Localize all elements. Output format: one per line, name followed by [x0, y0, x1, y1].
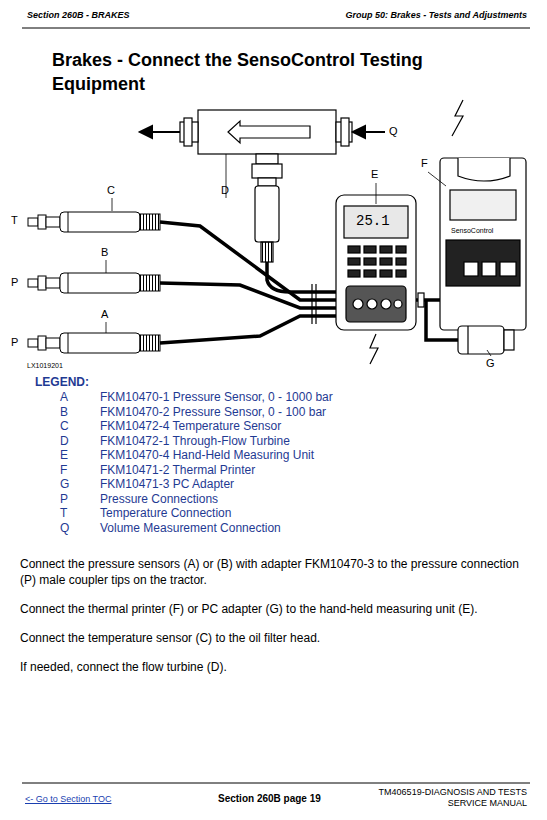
legend-key: A: [60, 390, 68, 404]
legend-text: FKM10471-2 Thermal Printer: [100, 463, 255, 477]
legend-text: FKM10470-2 Pressure Sensor, 0 - 100 bar: [100, 405, 326, 419]
legend-key: G: [60, 477, 69, 491]
callout-letter: B: [101, 246, 108, 259]
legend-text: Temperature Connection: [100, 506, 231, 520]
page-title: Brakes - Connect the SensoControl Testin…: [52, 48, 492, 96]
legend-key: F: [60, 463, 67, 477]
thermal-printer: [440, 158, 526, 330]
display-reading: 25.1: [356, 213, 390, 230]
instruction-text: Connect the thermal printer (F) or PC ad…: [20, 601, 535, 617]
instruction-text: Connect the temperature sensor (C) to th…: [20, 630, 535, 646]
leader-lines: [106, 154, 491, 356]
footer-rule: [22, 783, 530, 784]
instruction-text: If needed, connect the flow turbine (D).: [20, 659, 535, 675]
callout-letter: F: [421, 157, 428, 170]
callout-letter: A: [101, 308, 108, 321]
callout-letter: Q: [389, 125, 398, 138]
legend-text: FKM10472-1 Through-Flow Turbine: [100, 434, 290, 448]
callout-letter: T: [11, 214, 18, 227]
flow-turbine: [180, 110, 352, 262]
legend-text: FKM10472-4 Temperature Sensor: [100, 419, 281, 433]
legend-key: E: [60, 448, 68, 462]
legend-key: B: [60, 405, 68, 419]
figure-id: LX1019201: [27, 362, 63, 370]
legend-text: Pressure Connections: [100, 492, 218, 506]
legend-key: Q: [60, 521, 69, 535]
header-text: Section 260B - BRAKES: [27, 10, 130, 21]
hand-held-unit: [336, 195, 416, 330]
manual-name: TM406519-DIAGNOSIS AND TESTS SERVICE MAN…: [377, 787, 527, 809]
legend-key: D: [60, 434, 69, 448]
callout-letter: E: [371, 168, 378, 181]
legend-text: Volume Measurement Connection: [100, 521, 281, 535]
callout-letter: G: [486, 357, 495, 370]
pc-adapter: [458, 326, 514, 354]
brand-label: SensoControl: [451, 227, 493, 235]
toc-link: <- Go to Section TOC: [25, 794, 111, 805]
legend-key: P: [60, 492, 68, 506]
power-symbols: [370, 100, 463, 364]
header-rule: [22, 28, 530, 29]
flow-arrows: [140, 126, 385, 138]
callout-letter: P: [11, 336, 18, 349]
legend-key: C: [60, 419, 69, 433]
instruction-text: Connect the pressure sensors (A) or (B) …: [20, 556, 535, 588]
header-text: Group 50: Brakes - Tests and Adjustments: [346, 10, 527, 21]
legend-text: FKM10470-1 Pressure Sensor, 0 - 1000 bar: [100, 390, 333, 404]
callout-letter: C: [107, 184, 115, 197]
page-number: Section 260B page 19: [218, 793, 321, 805]
callout-letter: D: [221, 184, 229, 197]
legend-text: FKM10470-4 Hand-Held Measuring Unit: [100, 448, 314, 462]
sensors: [28, 212, 160, 353]
legend-heading: LEGEND:: [35, 375, 89, 389]
legend-key: T: [60, 506, 67, 520]
legend-text: FKM10471-3 PC Adapter: [100, 477, 234, 491]
callout-letter: P: [11, 276, 18, 289]
